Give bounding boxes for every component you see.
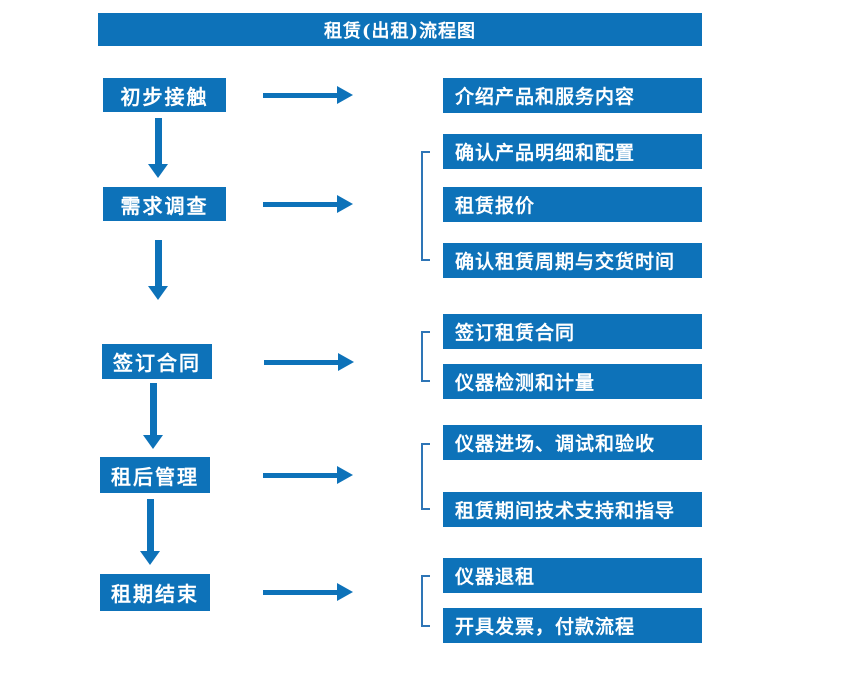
arrow-right-icon [263, 86, 353, 104]
detail-sign-rental-contract: 签订租赁合同 [443, 314, 702, 349]
flowchart-title: 租赁(出租)流程图 [98, 13, 702, 46]
step-sign-contract: 签订合同 [102, 344, 212, 379]
arrow-down-icon [143, 383, 163, 449]
bracket-icon [421, 443, 430, 510]
detail-confirm-product-details: 确认产品明细和配置 [443, 134, 702, 169]
detail-instrument-arrival-debug-acceptance: 仪器进场、调试和验收 [443, 425, 702, 460]
detail-instrument-testing-metrology: 仪器检测和计量 [443, 364, 702, 399]
detail-invoice-payment: 开具发票，付款流程 [443, 608, 702, 643]
step-lease-end: 租期结束 [100, 574, 210, 611]
arrow-down-icon [148, 240, 168, 300]
detail-rental-tech-support: 租赁期间技术支持和指导 [443, 492, 702, 527]
step-initial-contact: 初步接触 [103, 78, 226, 112]
arrow-down-icon [148, 118, 168, 178]
arrow-right-icon [264, 353, 354, 371]
bracket-icon [421, 575, 430, 627]
arrow-right-icon [263, 466, 353, 484]
detail-confirm-rental-period-delivery: 确认租赁周期与交货时间 [443, 243, 702, 278]
detail-rental-quote: 租赁报价 [443, 187, 702, 222]
arrow-down-icon [140, 499, 160, 565]
detail-intro-products-services: 介绍产品和服务内容 [443, 78, 702, 113]
detail-instrument-return: 仪器退租 [443, 558, 702, 593]
step-post-rental-management: 租后管理 [100, 457, 210, 493]
arrow-right-icon [263, 583, 353, 601]
arrow-right-icon [263, 195, 353, 213]
bracket-icon [421, 331, 430, 382]
bracket-icon [421, 151, 430, 261]
step-needs-survey: 需求调查 [103, 187, 226, 221]
